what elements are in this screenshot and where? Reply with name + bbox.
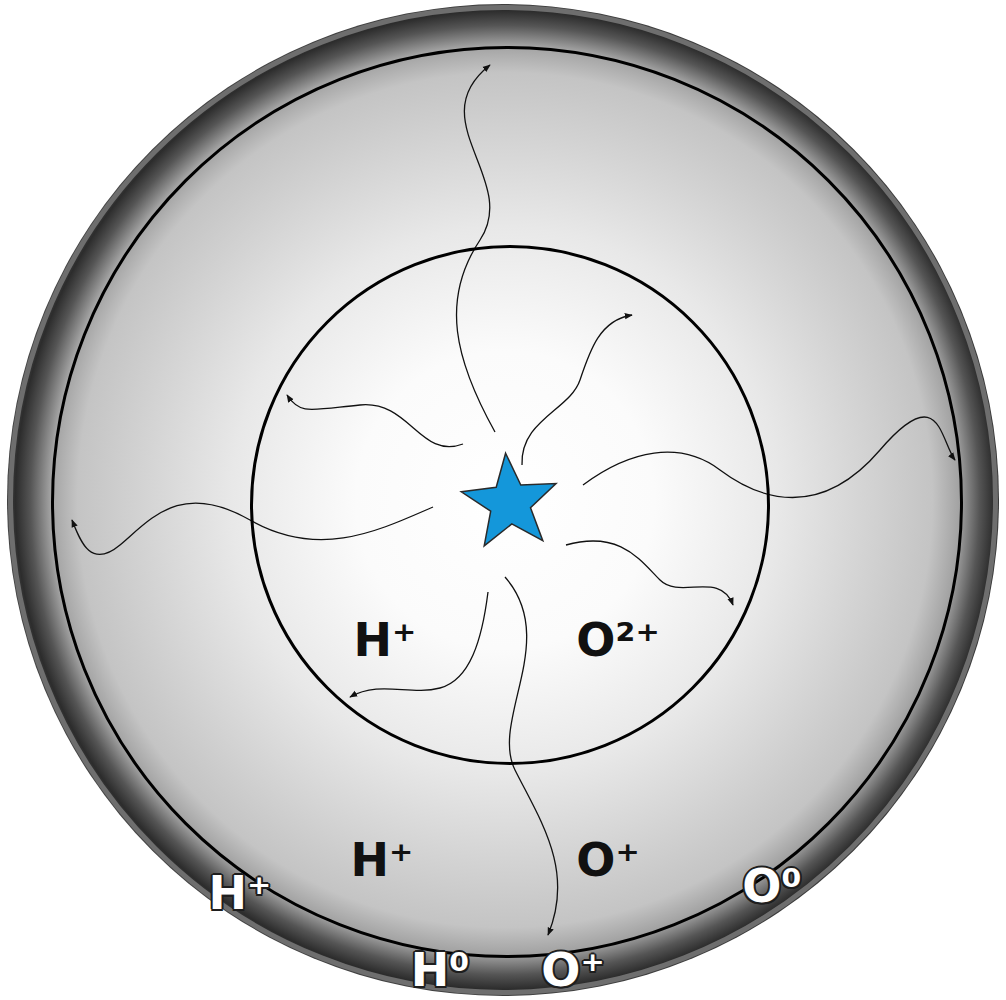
ion-label: H⁺: [354, 617, 417, 663]
star-shape: [461, 453, 556, 546]
photon-path: [522, 315, 632, 465]
photon-path: [350, 592, 488, 697]
photon-paths: [72, 65, 955, 935]
ion-label: O⁰: [742, 863, 801, 909]
ion-label: H⁺: [351, 837, 414, 883]
circle-outline: [8, 5, 998, 995]
ion-label: H⁰: [411, 947, 470, 993]
ion-label: O⁺: [541, 947, 604, 993]
circle-border: [53, 48, 962, 957]
photon-path: [566, 541, 733, 605]
ion-label: O⁺: [576, 837, 639, 883]
photon-path: [287, 395, 463, 447]
sphere-fill: [7, 4, 999, 996]
inner-zone-circle: H⁺ O²⁺: [250, 245, 770, 765]
circle-outline: [250, 245, 770, 765]
ion-label: O²⁺: [576, 617, 660, 663]
outer-shell-circle: H⁺ O²⁺ H⁺ O⁺ H⁺ O⁰ H⁰ O⁺: [8, 5, 998, 995]
circle-outline: [51, 46, 963, 958]
star-symbol: [461, 453, 556, 546]
ion-label: H⁺: [209, 870, 272, 916]
photon-path: [505, 577, 558, 935]
ionization-front-circle: H⁺ O²⁺ H⁺ O⁺: [51, 46, 963, 958]
circle-border: [252, 247, 769, 764]
circle-border: [11, 8, 996, 993]
